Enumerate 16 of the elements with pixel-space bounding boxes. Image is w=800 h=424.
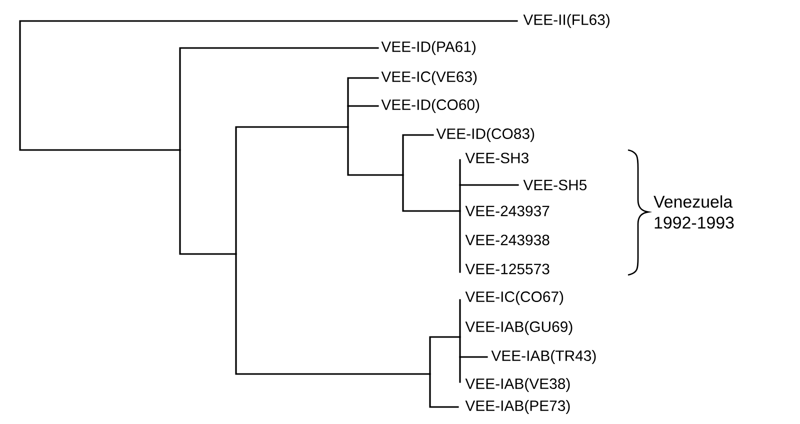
leaf-label: VEE-IAB(GU69) <box>465 321 572 335</box>
leaf-label: VEE-IC(VE63) <box>381 71 477 85</box>
leaf-label: VEE-SH5 <box>523 180 587 190</box>
leaf-label: VEE-ID(CO60) <box>381 99 480 113</box>
leaf-label: VEE-IC(CO67) <box>465 291 564 305</box>
leaf-label: VEE-125573 <box>465 264 550 274</box>
leaf-label: VEE-ID(CO83) <box>436 128 534 142</box>
group-label: Venezuela 1992-1993 <box>654 195 734 229</box>
leaf-label: VEE-IAB(TR43) <box>491 350 596 364</box>
leaf-label: VEE-243938 <box>465 234 550 246</box>
leaf-label: VEE-243937 <box>465 206 550 216</box>
leaf-label: VEE-ID(PA61) <box>381 41 476 55</box>
leaf-label: VEE-IAB(VE38) <box>465 378 570 392</box>
leaf-label: VEE-SH3 <box>465 152 528 164</box>
leaf-label: VEE-II(FL63) <box>523 14 610 28</box>
leaf-label: VEE-IAB(PE73) <box>465 400 570 414</box>
